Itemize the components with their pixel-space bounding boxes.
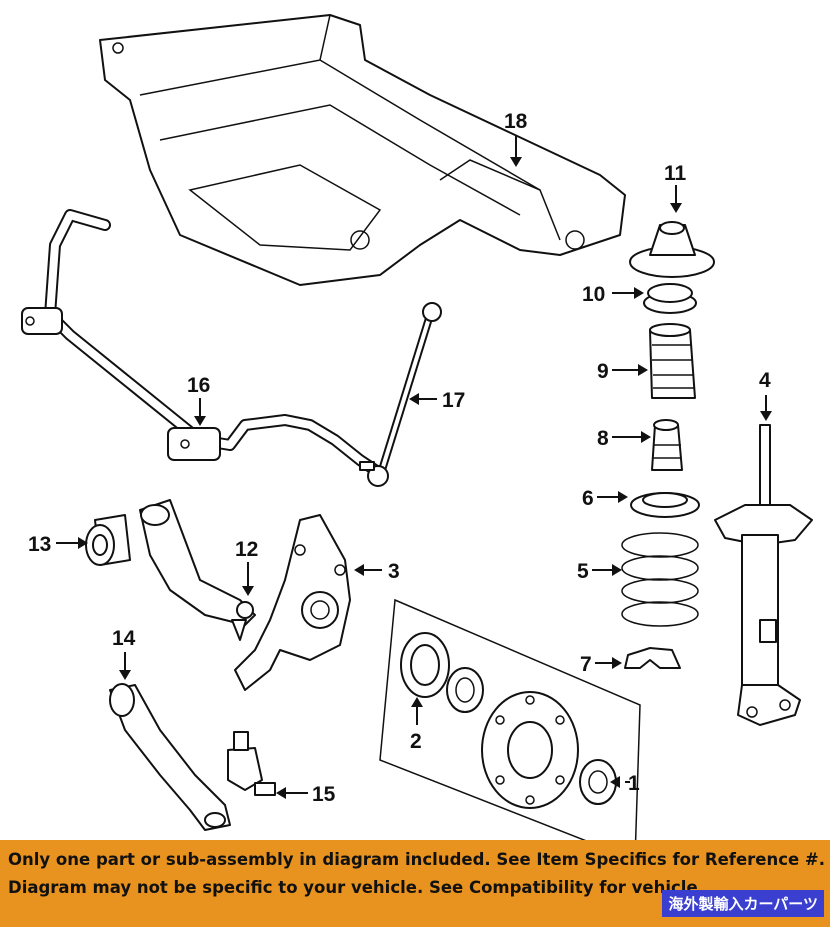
callout-10: 10 (582, 283, 605, 306)
parts-diagram: 18 11 10 9 8 6 5 7 4 16 17 13 12 3 14 2 … (21, 14, 813, 840)
callout-1: 1 (628, 772, 640, 795)
callout-7: 7 (580, 653, 592, 676)
callout-8: 8 (597, 427, 609, 450)
callout-13: 13 (28, 533, 51, 556)
callout-17: 17 (442, 389, 465, 412)
part-1-hub-assembly (379, 598, 641, 840)
part-5-coil-spring (621, 532, 699, 627)
part-12-control-arm (139, 499, 256, 641)
part-8-bump-stop (651, 419, 683, 471)
callout-2: 2 (410, 730, 422, 753)
part-18-subframe (99, 14, 626, 286)
part-17-stabilizer-link (359, 302, 442, 487)
callout-11: 11 (664, 162, 687, 185)
part-15-ball-joint (227, 731, 276, 796)
callout-14: 14 (112, 627, 136, 650)
part-10-bearing (643, 283, 697, 314)
callout-12: 12 (235, 538, 258, 561)
watermark-badge: 海外製輸入カーパーツ (662, 890, 824, 917)
callout-4: 4 (759, 369, 771, 392)
part-9-dust-boot (649, 323, 696, 399)
part-3-steering-knuckle (234, 514, 351, 691)
callout-18: 18 (504, 110, 528, 133)
disclaimer-line-1: Only one part or sub-assembly in diagram… (8, 850, 826, 869)
callout-15: 15 (312, 783, 336, 806)
callout-arrows (56, 135, 772, 799)
disclaimer-banner: Only one part or sub-assembly in diagram… (0, 840, 830, 927)
part-11-strut-mount (629, 221, 715, 278)
callout-3: 3 (388, 560, 400, 583)
part-13-bushing (85, 514, 131, 566)
callout-6: 6 (582, 487, 594, 510)
part-4-strut (714, 424, 813, 726)
callout-9: 9 (597, 360, 609, 383)
callout-5: 5 (577, 560, 589, 583)
disclaimer-line-2: Diagram may not be specific to your vehi… (8, 878, 698, 897)
part-14-lower-arm (109, 683, 231, 831)
part-6-spring-seat (630, 492, 700, 518)
part-7-spring-pad (624, 647, 681, 669)
callout-labels: 18 11 10 9 8 6 5 7 4 16 17 13 12 3 14 2 … (28, 110, 771, 806)
part-16-stabilizer-bar (21, 209, 381, 476)
callout-16: 16 (187, 374, 210, 397)
